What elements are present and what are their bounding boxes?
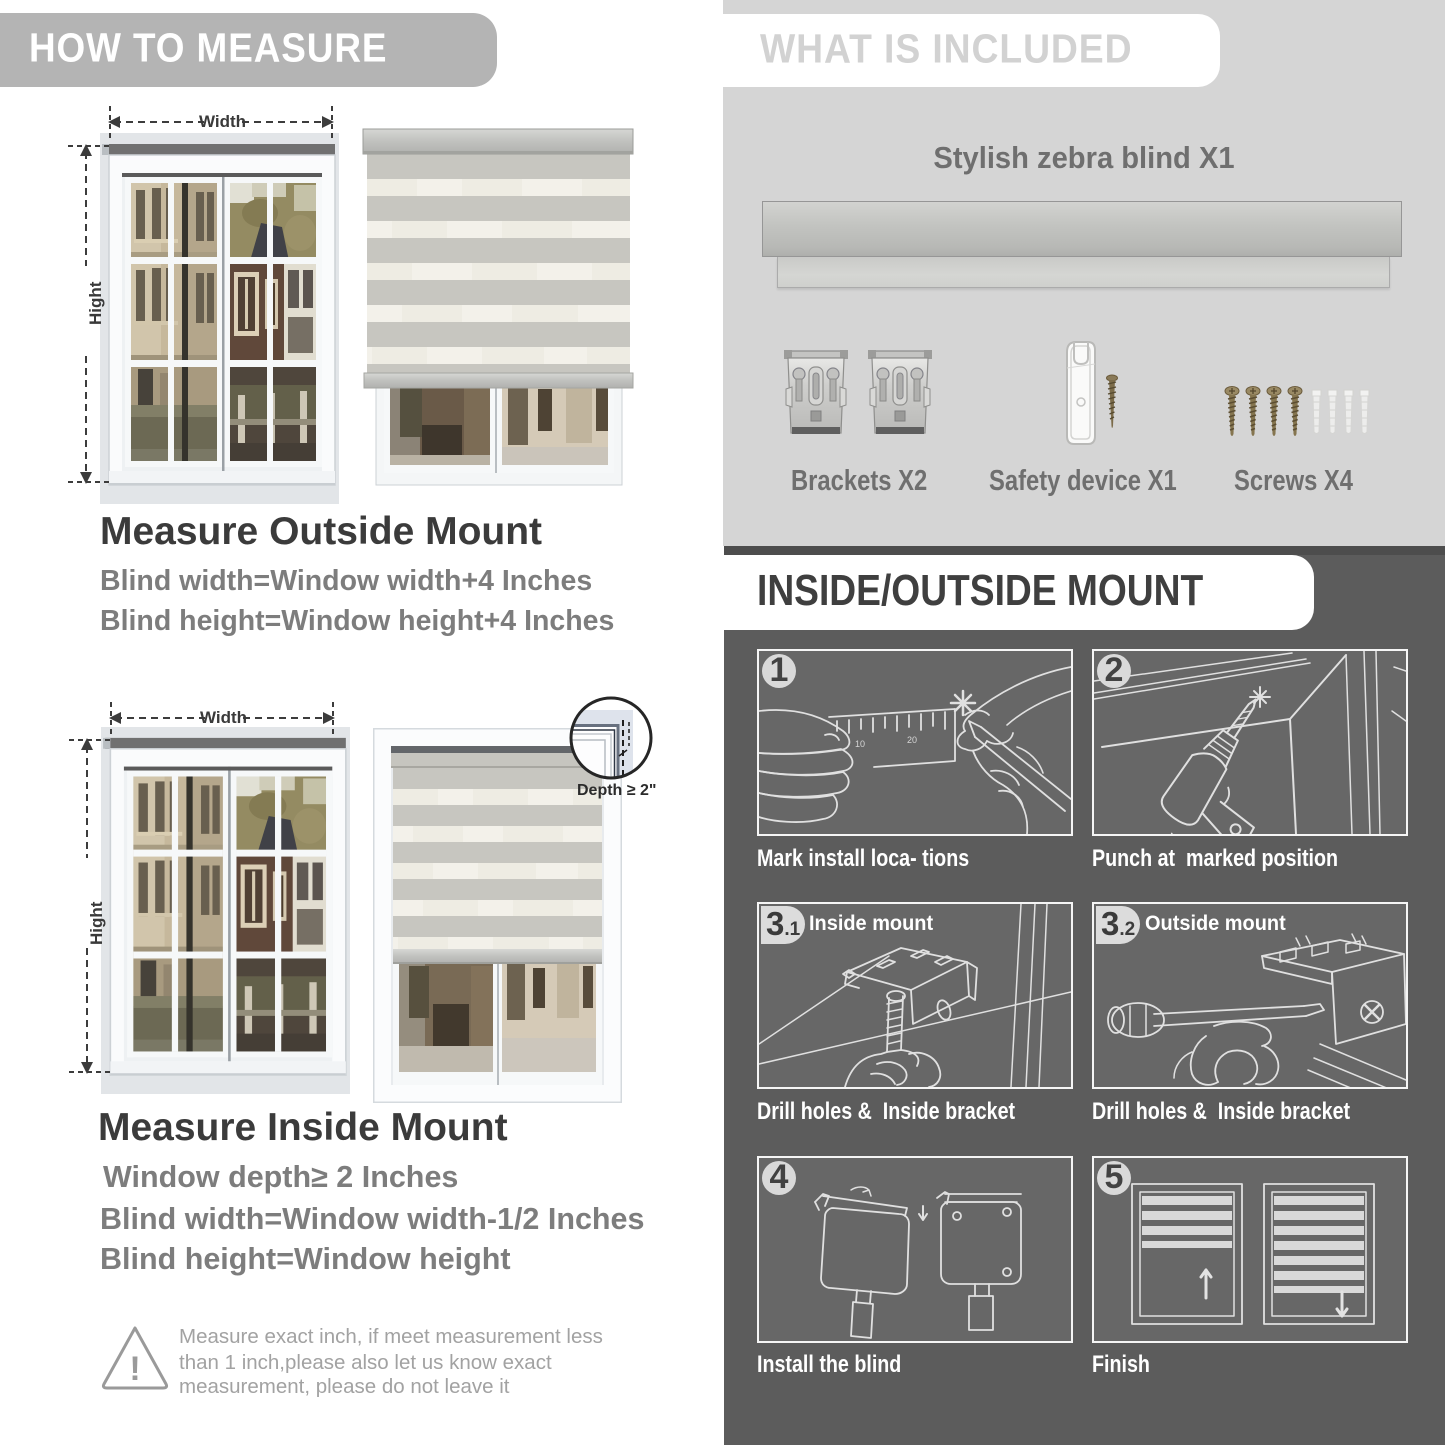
svg-text:20: 20 [907,735,917,745]
svg-text:!: ! [129,1350,140,1388]
svg-text:10: 10 [855,739,865,749]
